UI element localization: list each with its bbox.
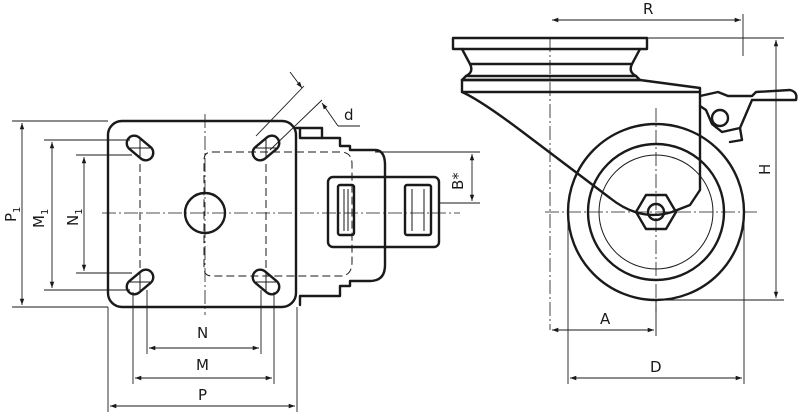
pedal-rib-left: [336, 183, 356, 237]
dim-N1: N1: [64, 154, 132, 274]
label-N1-sub: 1: [74, 208, 85, 214]
hidden-fork-outline: [203, 151, 353, 277]
label-M: M: [196, 356, 209, 374]
label-P: P: [198, 386, 207, 404]
dim-M: M: [132, 292, 275, 384]
top-view: [102, 114, 460, 315]
label-N1: N: [64, 215, 82, 226]
svg-text:P1: P1: [2, 207, 23, 222]
brake-housing: [294, 126, 387, 307]
dim-R: R: [552, 0, 744, 56]
label-P1-sub: 1: [12, 207, 23, 213]
brake-pedal: [326, 175, 441, 249]
label-H: H: [756, 164, 774, 175]
label-N: N: [197, 324, 208, 342]
mount-hole-tr: [251, 134, 281, 162]
side-view: [451, 36, 798, 330]
housing-step: [298, 126, 324, 140]
dim-N: N: [146, 290, 262, 354]
mount-hole-tl: [125, 134, 155, 162]
pedal-rib-right: [403, 183, 433, 237]
dim-B: B*: [375, 151, 480, 204]
svg-text:M1: M1: [30, 209, 51, 228]
label-M1-sub: 1: [40, 209, 51, 215]
label-d: d: [344, 106, 354, 124]
label-A: A: [600, 310, 611, 328]
dim-A: A: [552, 300, 657, 336]
dim-D: D: [567, 212, 745, 384]
dim-H: H: [647, 37, 784, 301]
label-R: R: [643, 0, 653, 18]
dim-P: P: [107, 307, 298, 412]
dim-M1: M1: [30, 139, 130, 291]
label-B: B*: [449, 172, 467, 190]
mount-hole-bl: [125, 268, 155, 296]
dim-d: d: [255, 71, 360, 151]
mount-hole-br: [251, 268, 281, 296]
brake-lever: [698, 88, 798, 134]
svg-text:N1: N1: [64, 208, 85, 226]
dim-P1: P1: [2, 120, 108, 308]
label-P1: P: [2, 213, 20, 222]
brake-shoe: [728, 126, 744, 144]
label-M1: M: [30, 215, 48, 228]
label-D: D: [650, 358, 662, 376]
top-plate: [106, 119, 298, 309]
side-fork: [460, 78, 702, 217]
brake-pivot: [710, 108, 730, 128]
